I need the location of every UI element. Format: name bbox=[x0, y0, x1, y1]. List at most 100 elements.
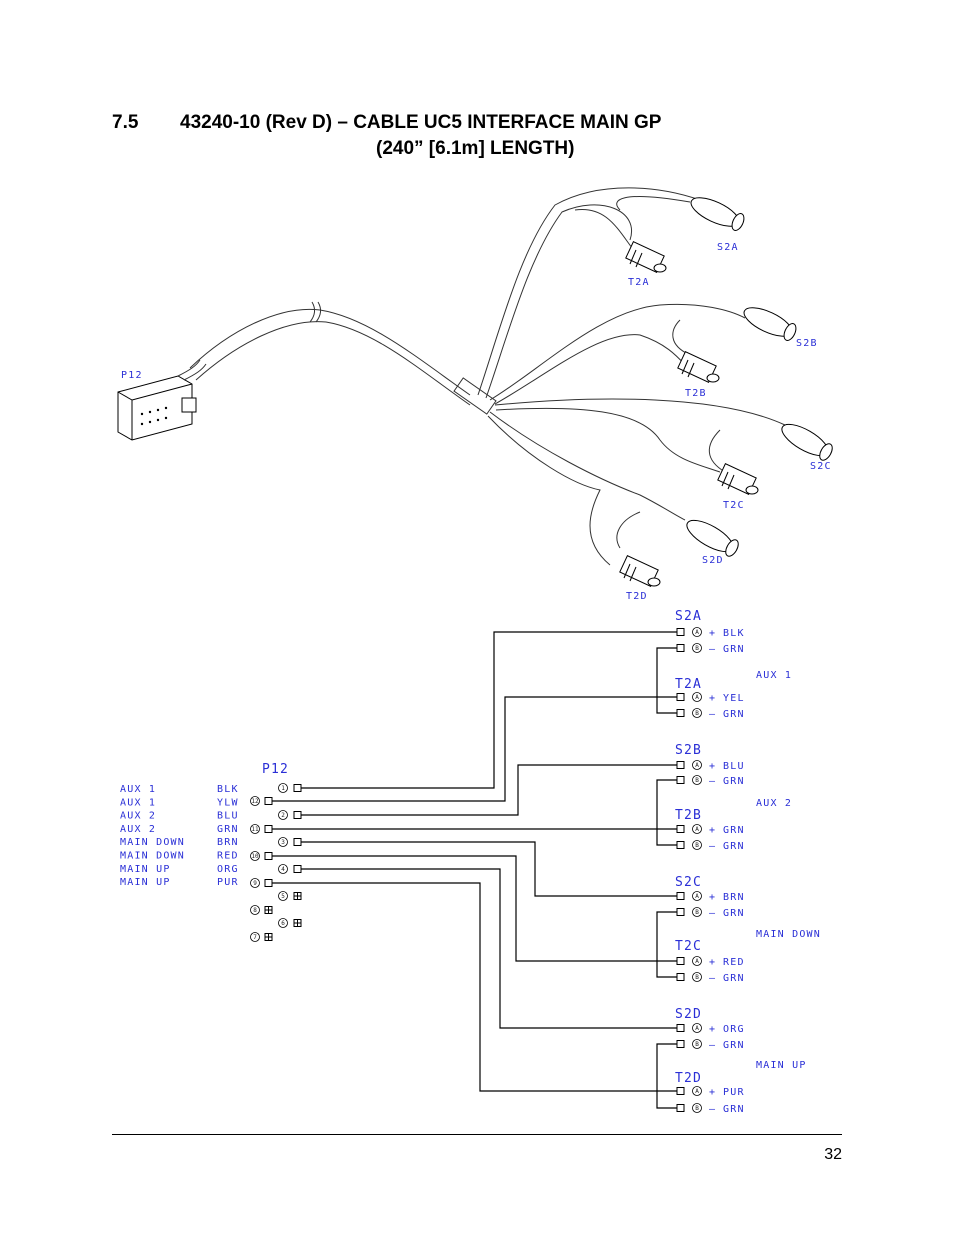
p12-function-7: MAIN UP bbox=[120, 864, 171, 875]
terminal-square bbox=[676, 957, 685, 965]
footer-rule bbox=[112, 1134, 842, 1135]
p12-pin-left-2: 11 bbox=[250, 824, 273, 834]
illus-label-t2d: T2D bbox=[626, 591, 648, 602]
pin-circle bbox=[692, 692, 702, 702]
polarity-neg: – bbox=[709, 973, 716, 984]
wire-org bbox=[301, 868, 677, 1029]
p12-pin-right-5: 5 bbox=[278, 891, 302, 901]
ground-jumper-b bbox=[656, 779, 677, 846]
group-label-aux1: AUX 1 bbox=[756, 670, 792, 681]
s2b-connector-drawing bbox=[743, 307, 797, 341]
cable-illustration: P12 S2A T2A S2B T2B S2C T2C S2D T2D bbox=[117, 187, 833, 602]
p12-pin-right-num: 4 bbox=[281, 866, 285, 873]
wire-color-neg: GRN bbox=[723, 908, 745, 919]
terminal-square bbox=[676, 1024, 685, 1032]
polarity-pos: + bbox=[709, 1087, 716, 1098]
pin-circle bbox=[692, 643, 702, 653]
pin-letter: B bbox=[695, 842, 699, 849]
wire-ylw bbox=[301, 696, 677, 802]
terminal-square bbox=[676, 973, 685, 981]
pin-circle bbox=[692, 760, 702, 770]
p12-pin-left-num: 10 bbox=[251, 853, 259, 860]
p12-pin-left-num: 11 bbox=[251, 826, 259, 833]
section-title-line1: 43240-10 (Rev D) – CABLE UC5 INTERFACE M… bbox=[180, 112, 662, 133]
group-label-main-down: MAIN DOWN bbox=[756, 929, 821, 940]
illus-label-s2a: S2A bbox=[717, 242, 739, 253]
terminal-square bbox=[676, 776, 685, 784]
wire-color-neg: GRN bbox=[723, 644, 745, 655]
pin-letter: B bbox=[695, 974, 699, 981]
wire-color-pos: BLK bbox=[723, 628, 745, 639]
illus-label-s2d: S2D bbox=[702, 555, 724, 566]
terminal-square bbox=[676, 1104, 685, 1112]
schematic-p12-label: P12 bbox=[262, 762, 289, 777]
pin-letter: A bbox=[695, 694, 699, 701]
ground-jumper-d bbox=[656, 1043, 677, 1109]
terminal-square bbox=[676, 908, 685, 916]
wire-color-neg: GRN bbox=[723, 841, 745, 852]
polarity-pos: + bbox=[709, 628, 716, 639]
pin-letter: B bbox=[695, 710, 699, 717]
illus-label-t2c: T2C bbox=[723, 500, 745, 511]
polarity-neg: – bbox=[709, 908, 716, 919]
wire-brn bbox=[301, 841, 677, 897]
pin-letter: B bbox=[695, 777, 699, 784]
p12-pin-left-3: 10 bbox=[250, 851, 273, 861]
s2a-connector-drawing bbox=[690, 197, 745, 231]
p12-function-2: AUX 1 bbox=[120, 797, 156, 808]
pin-letter: A bbox=[695, 1025, 699, 1032]
ground-jumper-c bbox=[656, 911, 677, 978]
wire-pur bbox=[301, 882, 677, 1092]
pin-letter: B bbox=[695, 1041, 699, 1048]
pin-letter: A bbox=[695, 762, 699, 769]
terminal-square bbox=[676, 1040, 685, 1048]
p12-pin-left-1: 12 bbox=[250, 796, 273, 806]
pin-letter: A bbox=[695, 826, 699, 833]
terminal-square bbox=[676, 644, 685, 652]
pin-circle bbox=[692, 907, 702, 917]
polarity-pos: + bbox=[709, 693, 716, 704]
pin-circle bbox=[692, 1103, 702, 1113]
polarity-pos: + bbox=[709, 957, 716, 968]
wire-color-neg: GRN bbox=[723, 1104, 745, 1115]
right-connectors: S2AA+BLKB–GRNT2AA+YELB–GRNS2BA+BLUB–GRNT… bbox=[675, 609, 745, 1115]
p12-pin-right-num: 6 bbox=[281, 920, 285, 927]
terminal-square bbox=[676, 1087, 685, 1095]
connector-name: S2C bbox=[675, 875, 702, 890]
polarity-pos: + bbox=[709, 892, 716, 903]
polarity-pos: + bbox=[709, 761, 716, 772]
wire-blu bbox=[301, 764, 677, 816]
wire-color-pos: RED bbox=[723, 957, 745, 968]
p12-color-7: ORG bbox=[217, 864, 239, 875]
group-label-aux2: AUX 2 bbox=[756, 798, 792, 809]
group-label-main-up: MAIN UP bbox=[756, 1060, 807, 1071]
p12-connector-drawing bbox=[117, 359, 207, 441]
ground-jumper-a bbox=[656, 647, 677, 714]
p12-pin-right-2: 2 bbox=[278, 810, 302, 820]
terminal-square bbox=[676, 825, 685, 833]
pin-circle bbox=[692, 956, 702, 966]
pin-circle bbox=[692, 1039, 702, 1049]
p12-function-8: MAIN UP bbox=[120, 877, 171, 888]
p12-pin-right-num: 1 bbox=[281, 785, 285, 792]
t2d-connector-drawing bbox=[619, 554, 661, 588]
connector-name: T2B bbox=[675, 808, 702, 823]
connector-name: T2D bbox=[675, 1071, 702, 1086]
p12-color-5: BRN bbox=[217, 837, 239, 848]
connector-name: S2D bbox=[675, 1007, 702, 1022]
p12-function-3: AUX 2 bbox=[120, 811, 156, 822]
pin-letter: A bbox=[695, 958, 699, 965]
wire-color-neg: GRN bbox=[723, 709, 745, 720]
wire-color-pos: GRN bbox=[723, 825, 745, 836]
t2c-connector-drawing bbox=[717, 462, 759, 496]
polarity-neg: – bbox=[709, 644, 716, 655]
